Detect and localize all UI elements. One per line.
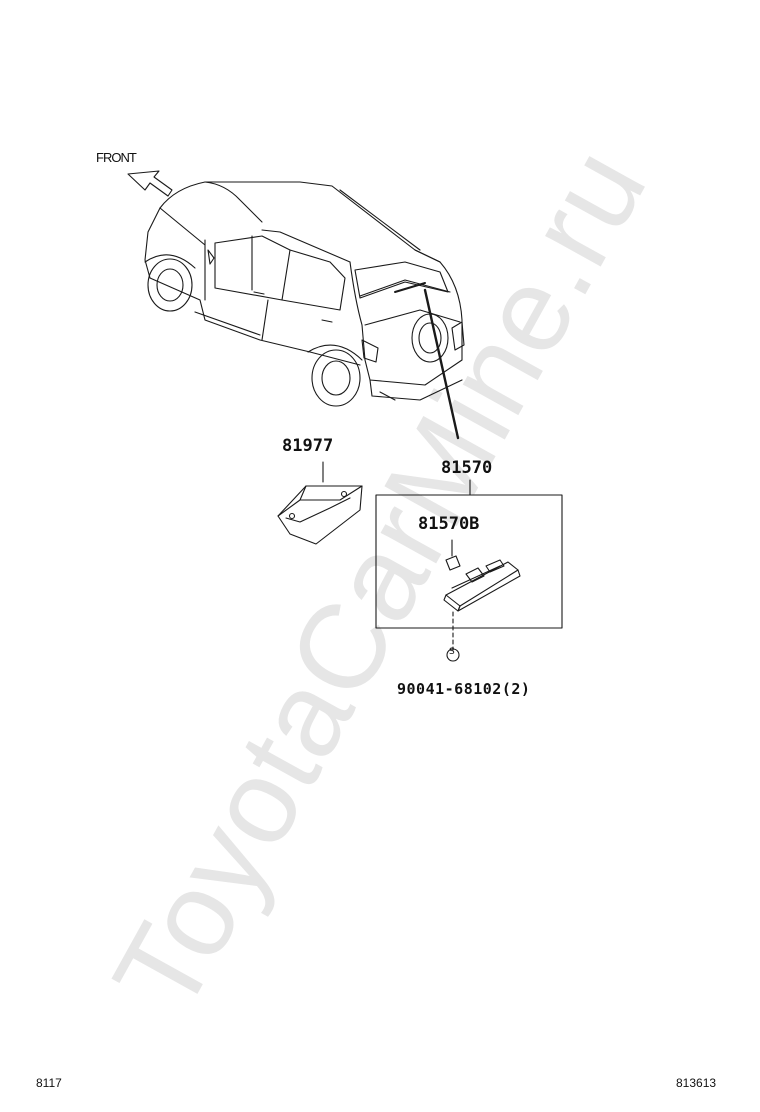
part-number-90041-68102: 90041-68102(2): [397, 680, 531, 698]
front-direction-label: FRONT: [96, 150, 137, 165]
leader-line-81570: [423, 288, 460, 440]
part-81570-lamp-icon: [443, 559, 521, 612]
footer-right-code: 813613: [676, 1076, 717, 1090]
part-number-81977: 81977: [282, 436, 334, 456]
bolt-symbol-letter: S: [449, 647, 455, 657]
bolt-icon: [446, 648, 460, 662]
vehicle-outline-icon: [144, 181, 465, 407]
part-81570b-icon: [445, 539, 461, 571]
part-81570-frame: [375, 494, 563, 629]
front-arrow-icon: [127, 170, 173, 197]
part-number-81570: 81570: [441, 458, 493, 478]
footer-left-code: 8117: [36, 1076, 62, 1090]
part-81977-cover-icon: [277, 461, 363, 545]
part-number-81570b: 81570B: [418, 514, 480, 534]
